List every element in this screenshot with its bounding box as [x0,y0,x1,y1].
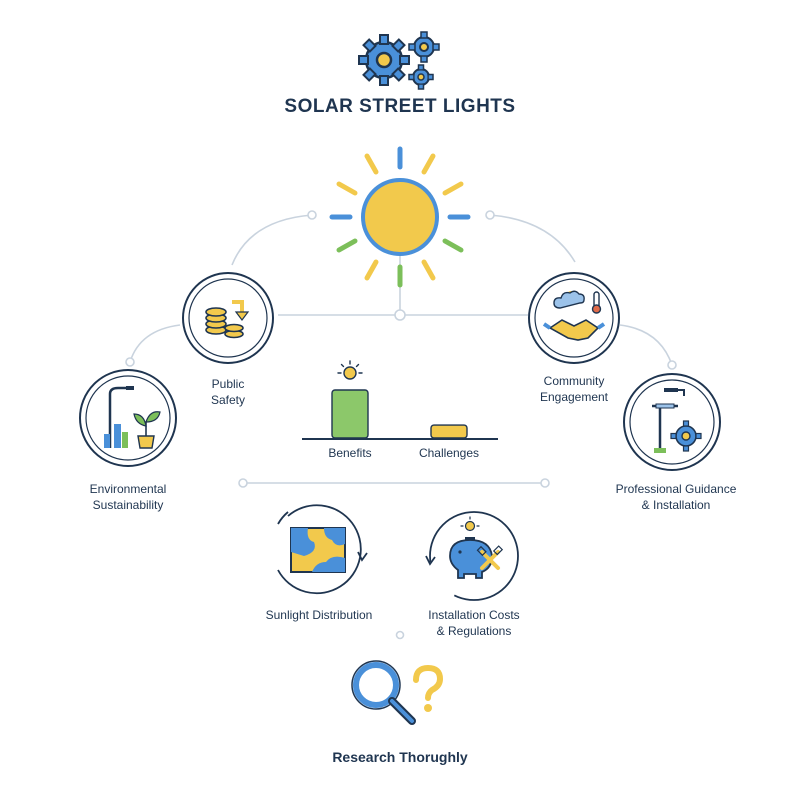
public-safety-node [182,272,274,364]
magnifier-icon [351,660,416,725]
professional-guidance-node [623,373,721,471]
map-cycle-icon [290,527,346,573]
installation-costs-line-2: & Regulations [436,624,512,638]
environmental-line-2: Sustainability [92,498,164,512]
professional-line-1: Professional Guidance [615,482,737,496]
question-mark-icon [413,664,444,712]
installation-costs-line-1: Installation Costs [428,608,520,622]
connector-dots [125,210,677,640]
page-title: SOLAR STREET LIGHTS [284,96,516,117]
research-label: Research Thorughly [332,749,468,765]
benefits-challenges-chart [302,360,498,440]
environmental-line-1: Environmental [89,482,167,496]
installation-costs-node [425,511,519,601]
coins-arrow-icon [205,300,250,339]
sun-icon [329,146,471,288]
sunlight-distribution-line-1: Sunlight Distribution [265,608,373,622]
community-engagement-label: Community Engagement [524,373,624,405]
professional-guidance-label: Professional Guidance & Installation [598,481,754,513]
public-safety-line-2: Safety [210,393,246,407]
public-safety-line-1: Public [211,377,245,391]
streetlight-gear-icon [652,388,702,453]
community-engagement-line-2: Engagement [539,390,609,404]
bar-challenges [430,424,468,439]
chart-sun-icon [337,360,363,380]
streetlight-plant-icon [104,386,161,449]
challenges-label: Challenges [418,446,480,460]
community-engagement-node [528,272,620,364]
sunlight-distribution-node [277,504,368,595]
community-engagement-line-1: Community [543,374,605,388]
professional-line-2: & Installation [641,498,711,512]
installation-costs-label: Installation Costs & Regulations [410,607,538,639]
gears-icon [358,31,440,90]
public-safety-label: Public Safety [188,376,268,408]
bar-benefits [331,389,369,439]
handshake-weather-icon [542,290,606,341]
sunlight-distribution-label: Sunlight Distribution [250,607,388,623]
benefits-label: Benefits [328,446,372,460]
piggybank-tools-icon [449,516,504,579]
environmental-sustainability-node [79,369,177,467]
environmental-sustainability-label: Environmental Sustainability [68,481,188,513]
